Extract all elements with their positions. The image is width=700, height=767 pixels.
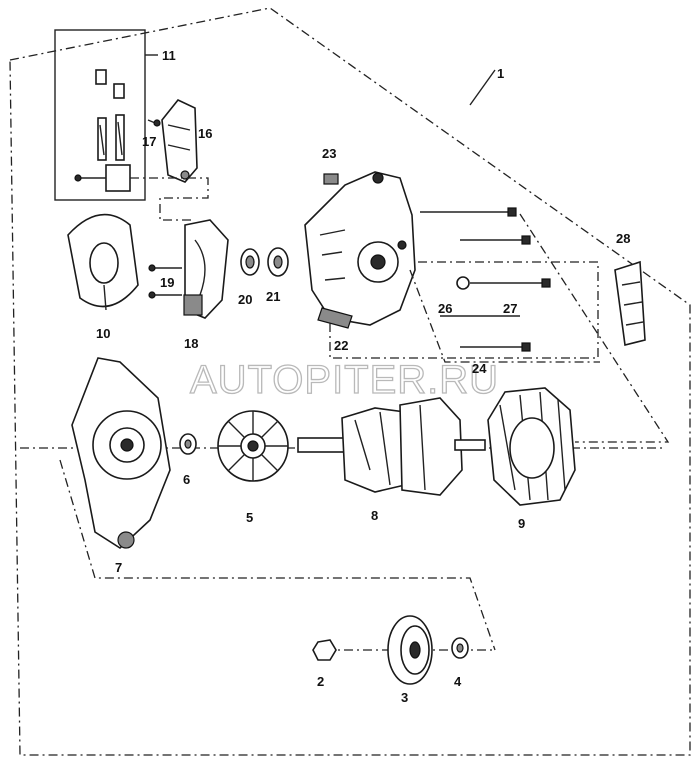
label-1: 1 <box>497 66 504 81</box>
label-10: 10 <box>96 326 110 341</box>
label-5: 5 <box>246 510 253 525</box>
label-28: 28 <box>616 231 630 246</box>
label-19: 19 <box>160 275 174 290</box>
label-20: 20 <box>238 292 252 307</box>
label-17: 17 <box>142 134 156 149</box>
stator-part <box>487 387 576 506</box>
label-6: 6 <box>183 472 190 487</box>
label-18: 18 <box>184 336 198 351</box>
watermark-text: AUTOPITER.RU <box>190 358 499 402</box>
bearing-parts <box>240 247 289 277</box>
pulley-part <box>387 615 433 685</box>
rotor-part <box>297 397 486 496</box>
rear-cover-part <box>614 260 646 346</box>
label-7: 7 <box>115 560 122 575</box>
brush-holder-box <box>54 29 158 201</box>
rear-housing <box>304 171 416 329</box>
label-11: 11 <box>162 48 176 63</box>
regulator-part <box>147 99 198 183</box>
assembly-boundary <box>9 7 691 756</box>
label-16: 16 <box>198 126 212 141</box>
label-26: 26 <box>438 301 452 316</box>
label-9: 9 <box>518 516 525 531</box>
label-21: 21 <box>266 289 280 304</box>
label-8: 8 <box>371 508 378 523</box>
spacer-part <box>179 433 197 455</box>
nut-part <box>312 639 337 661</box>
insulator-plate <box>67 213 139 311</box>
screw-part <box>323 173 339 185</box>
label-4: 4 <box>454 674 462 689</box>
label-23: 23 <box>322 146 336 161</box>
label-3: 3 <box>401 690 408 705</box>
front-housing <box>71 357 171 550</box>
label-27: 27 <box>503 301 517 316</box>
label-2: 2 <box>317 674 324 689</box>
through-bolts <box>420 207 551 352</box>
fan-part <box>217 410 289 482</box>
rectifier-part <box>148 219 229 319</box>
label-22: 22 <box>334 338 348 353</box>
spacer-small-part <box>451 637 469 659</box>
label-24: 24 <box>472 361 487 376</box>
